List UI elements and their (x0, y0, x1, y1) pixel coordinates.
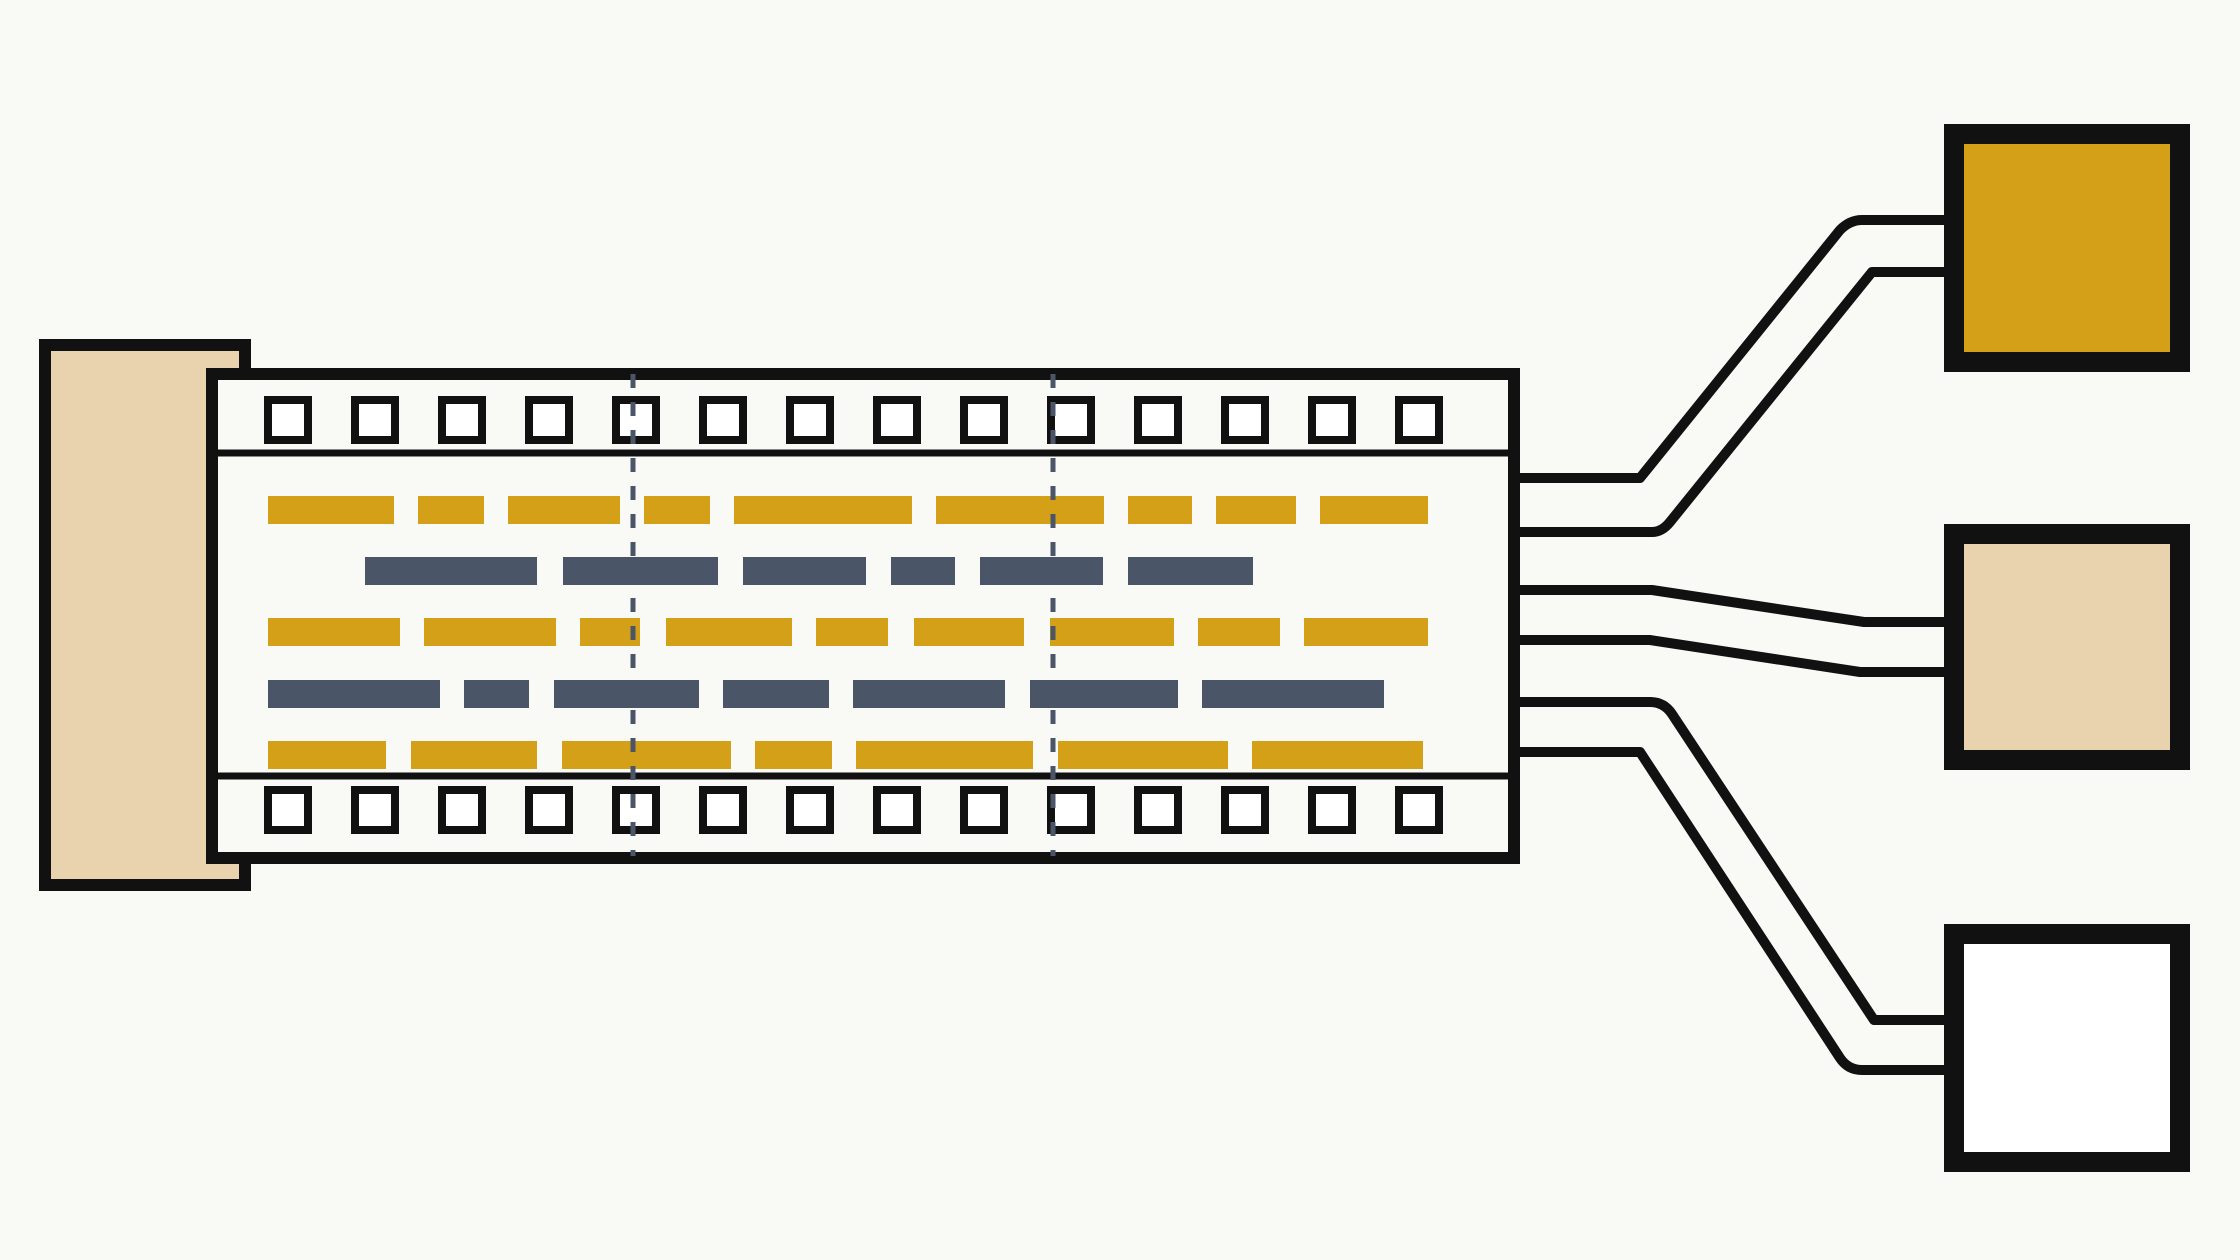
sprocket-hole-top-4 (525, 396, 573, 444)
sprocket-hole-bottom-4 (525, 786, 573, 834)
sprocket-hole-bottom-12 (1221, 786, 1269, 834)
track-bar-row3-8 (1198, 618, 1280, 646)
track-bar-row2-4 (891, 557, 955, 585)
sprocket-hole-bottom-7 (786, 786, 834, 834)
track-bar-row4-3 (554, 680, 699, 708)
output-box-bottom (1944, 924, 2190, 1172)
track-bar-row3-3 (580, 618, 640, 646)
sprocket-hole-bottom-10 (1047, 786, 1095, 834)
sprocket-hole-top-13 (1308, 396, 1356, 444)
pipe-top-outer (1508, 215, 1950, 483)
pipe-top-inner (1508, 267, 1950, 537)
track-bar-row1-2 (418, 496, 484, 524)
track-bar-row4-1 (268, 680, 440, 708)
connector-pipes (1508, 215, 1950, 1075)
track-bar-row3-1 (268, 618, 400, 646)
sprocket-hole-top-3 (438, 396, 486, 444)
sprocket-hole-top-5 (612, 396, 660, 444)
track-bar-row2-1 (365, 557, 537, 585)
track-bars (268, 496, 1428, 769)
sprocket-hole-bottom-6 (699, 786, 747, 834)
sprocket-hole-top-7 (786, 396, 834, 444)
sprocket-hole-bottom-11 (1134, 786, 1182, 834)
playhead-markers (630, 374, 1056, 856)
pipe-bottom-inner (1508, 697, 1950, 1025)
sprocket-hole-top-11 (1134, 396, 1182, 444)
sprocket-hole-top-12 (1221, 396, 1269, 444)
track-bar-row1-6 (936, 496, 1104, 524)
track-bar-row1-1 (268, 496, 394, 524)
sprocket-hole-bottom-5 (612, 786, 660, 834)
track-bar-row2-6 (1128, 557, 1253, 585)
track-bar-row2-5 (980, 557, 1103, 585)
output-box-middle (1944, 524, 2190, 770)
track-bar-row1-5 (734, 496, 912, 524)
sprocket-hole-top-14 (1395, 396, 1443, 444)
sprocket-hole-bottom-13 (1308, 786, 1356, 834)
track-bar-row5-2 (411, 741, 537, 769)
sprocket-row-bottom (264, 786, 1443, 834)
sprocket-hole-top-6 (699, 396, 747, 444)
track-bar-row4-2 (464, 680, 529, 708)
sprocket-hole-bottom-9 (960, 786, 1008, 834)
sprocket-hole-top-10 (1047, 396, 1095, 444)
sprocket-row-top (264, 396, 1443, 444)
pipe-middle-lower (1508, 635, 1950, 677)
sprocket-hole-bottom-3 (438, 786, 486, 834)
track-bar-row3-2 (424, 618, 556, 646)
sprocket-hole-bottom-1 (264, 786, 312, 834)
track-bar-row3-4 (666, 618, 792, 646)
track-bar-row1-7 (1128, 496, 1192, 524)
track-bar-row5-6 (1058, 741, 1228, 769)
sprocket-hole-top-9 (960, 396, 1008, 444)
sprocket-hole-bottom-2 (351, 786, 399, 834)
track-bar-row1-4 (644, 496, 710, 524)
track-bar-row5-7 (1252, 741, 1423, 769)
track-bar-row4-4 (723, 680, 829, 708)
track-bar-row1-8 (1216, 496, 1296, 524)
track-bar-row1-9 (1320, 496, 1428, 524)
track-bar-row5-3 (562, 741, 731, 769)
sprocket-hole-top-8 (873, 396, 921, 444)
track-bar-row4-7 (1202, 680, 1384, 708)
sprocket-hole-bottom-14 (1395, 786, 1443, 834)
track-bar-row5-4 (755, 741, 832, 769)
track-bar-row1-3 (508, 496, 620, 524)
track-bar-row3-7 (1050, 618, 1174, 646)
track-bar-row3-5 (816, 618, 888, 646)
pipe-bottom-outer (1508, 747, 1950, 1075)
track-bar-row3-6 (914, 618, 1024, 646)
track-bar-row3-9 (1304, 618, 1428, 646)
film-strip-frame (206, 368, 1520, 864)
track-bar-row4-5 (853, 680, 1005, 708)
pipe-middle-upper (1508, 585, 1950, 627)
track-bar-row2-2 (563, 557, 718, 585)
sprocket-hole-top-1 (264, 396, 312, 444)
output-box-top (1944, 124, 2190, 372)
sprocket-hole-bottom-8 (873, 786, 921, 834)
sprocket-hole-top-2 (351, 396, 399, 444)
track-bar-row2-3 (743, 557, 866, 585)
track-bar-row5-1 (268, 741, 386, 769)
track-bar-row5-5 (856, 741, 1033, 769)
